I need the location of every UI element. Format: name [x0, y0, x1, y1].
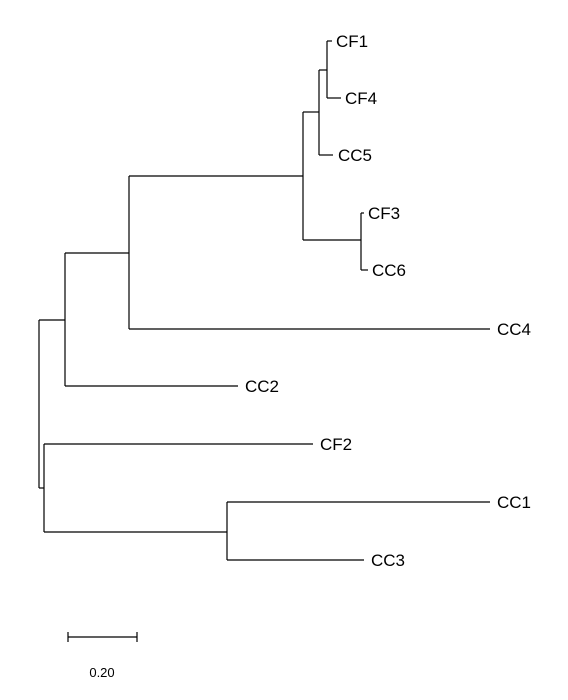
leaf-label-cc2: CC2 — [245, 377, 279, 396]
leaf-label-cf3: CF3 — [368, 204, 400, 223]
leaf-label-cf1: CF1 — [336, 32, 368, 51]
scale-bar-label: 0.20 — [89, 665, 114, 680]
leaf-label-cc4: CC4 — [497, 320, 531, 339]
leaf-label-cc3: CC3 — [371, 551, 405, 570]
tree-branches — [38, 40, 490, 561]
leaf-labels: CF1 CF4 CC5 CF3 CC6 CC4 CC2 CF2 CC1 CC3 — [245, 32, 531, 570]
leaf-label-cc6: CC6 — [372, 261, 406, 280]
leaf-label-cf4: CF4 — [345, 89, 377, 108]
leaf-label-cc1: CC1 — [497, 493, 531, 512]
leaf-label-cf2: CF2 — [320, 435, 352, 454]
leaf-label-cc5: CC5 — [338, 146, 372, 165]
scale-bar: 0.20 — [67, 632, 138, 680]
